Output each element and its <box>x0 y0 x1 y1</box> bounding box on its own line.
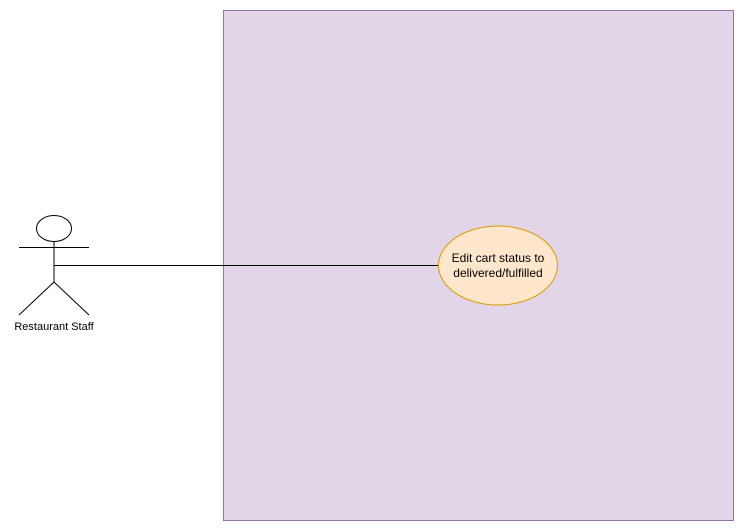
use-case-label: Edit cart status to delivered/fulfilled <box>438 251 558 281</box>
actor-right-leg <box>53 281 90 316</box>
use-case-ellipse[interactable] <box>438 225 558 306</box>
actor-head <box>36 215 72 242</box>
actor-label: Restaurant Staff <box>14 321 94 333</box>
actor-left-leg <box>18 281 55 316</box>
actor-figure[interactable] <box>18 215 90 316</box>
use-case-label-line-1: Edit cart status to <box>451 251 545 265</box>
use-case-label-line-2: delivered/fulfilled <box>453 266 543 280</box>
